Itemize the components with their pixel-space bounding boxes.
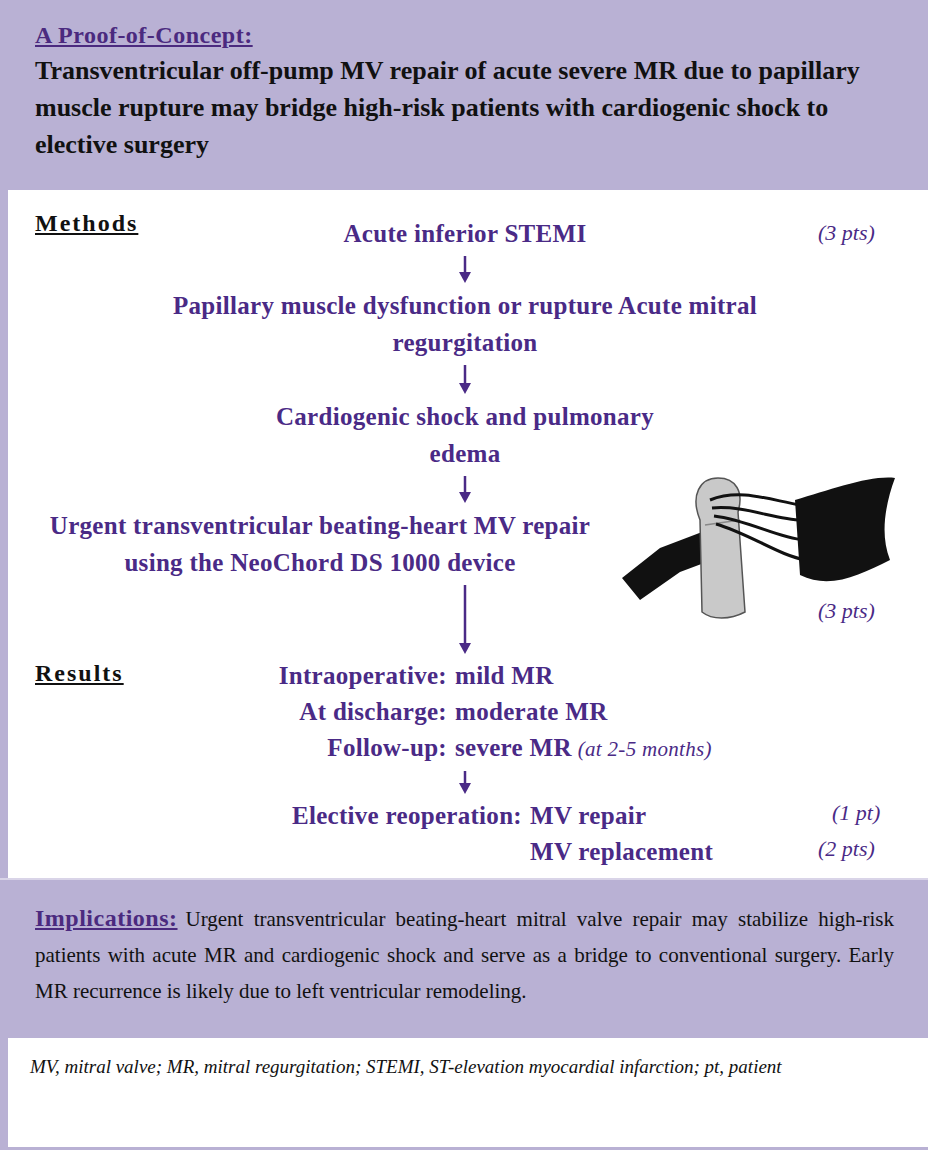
- result-value-text: mild MR: [455, 662, 554, 689]
- result-step: Intraoperative:mild MRAt discharge:moder…: [80, 658, 840, 767]
- band-heading: Implications:: [35, 905, 178, 931]
- flow-arrow: [459, 365, 471, 394]
- flow-step: Acute inferior STEMI: [215, 215, 715, 252]
- flow-step: Cardiogenic shock and pulmonary edema: [265, 398, 665, 472]
- patient-count: (2 pts): [818, 836, 875, 862]
- result-value: MV repair: [530, 798, 730, 834]
- result-note: (at 2-5 months): [578, 737, 712, 761]
- step-text: Acute inferior STEMI: [215, 215, 715, 252]
- result-value-text: severe MR: [455, 734, 572, 761]
- patient-count: (1 pt): [832, 800, 880, 826]
- flow-arrow: [459, 256, 471, 283]
- step-text: Urgent transventricular beating-heart MV…: [40, 507, 600, 581]
- band-statement: Transventricular off-pump MV repair of a…: [35, 52, 898, 163]
- implications-text: Implications:Urgent transventricular bea…: [35, 900, 894, 1009]
- flow-arrow: [459, 771, 471, 794]
- section-heading: Results: [35, 660, 124, 687]
- step-text: Papillary muscle dysfunction or rupture …: [165, 287, 765, 361]
- result-value: severe MR(at 2-5 months): [455, 730, 840, 767]
- flow-arrow: [459, 476, 471, 503]
- caption: MV, mitral valve; MR, mitral regurgitati…: [30, 1052, 910, 1081]
- grid-spacer: [90, 834, 530, 870]
- result-value: mild MR: [455, 658, 840, 694]
- flow-arrow: [459, 585, 471, 654]
- flow-step: Urgent transventricular beating-heart MV…: [40, 507, 600, 581]
- title-band: A Proof-of-Concept:Transventricular off-…: [0, 0, 928, 190]
- section-heading: Methods: [35, 210, 138, 237]
- result-label: At discharge:: [80, 694, 455, 730]
- band-heading: A Proof-of-Concept:: [35, 18, 898, 52]
- result-label: Follow-up:: [80, 730, 455, 767]
- result-value-text: moderate MR: [455, 698, 608, 725]
- implications-band: Implications:Urgent transventricular bea…: [0, 878, 928, 1038]
- result-value: moderate MR: [455, 694, 840, 730]
- result-label: Elective reoperation:: [90, 798, 530, 834]
- patient-count: (3 pts): [818, 220, 875, 246]
- result-value: MV replacement: [530, 834, 730, 870]
- flow-step: Papillary muscle dysfunction or rupture …: [165, 287, 765, 361]
- neochord-device: [622, 478, 895, 618]
- step-text: Cardiogenic shock and pulmonary edema: [265, 398, 665, 472]
- patient-count: (3 pts): [818, 598, 875, 624]
- result-step: Elective reoperation:MV repairMV replace…: [90, 798, 730, 870]
- result-label: Intraoperative:: [80, 658, 455, 694]
- frame-strip: [0, 1147, 928, 1150]
